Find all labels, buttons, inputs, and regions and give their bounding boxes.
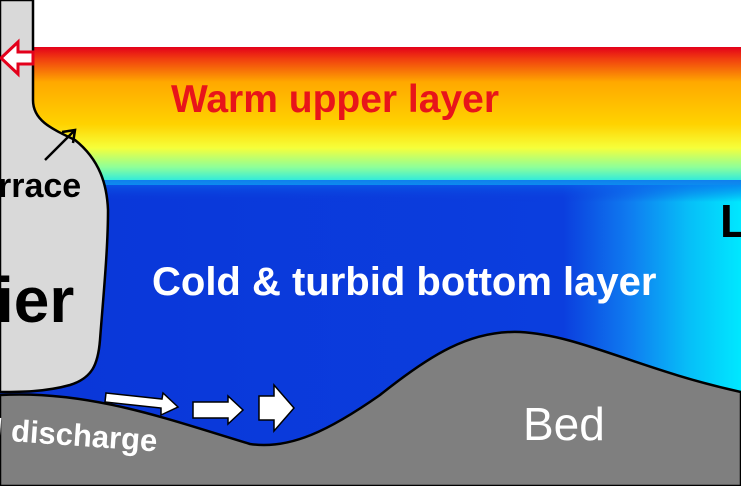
lake-label: L — [720, 195, 741, 247]
glacier-label: ier — [0, 264, 75, 336]
white-arrow-icon — [258, 382, 295, 434]
bed-label: Bed — [523, 398, 605, 450]
warm-upper-layer — [0, 47, 741, 187]
cold-layer-label: Cold & turbid bottom layer — [152, 260, 657, 304]
lake-bed — [0, 330, 741, 486]
warm-layer-label: Warm upper layer — [171, 78, 499, 121]
red-hollow-arrow-icon — [0, 38, 35, 78]
thermocline-blend — [0, 180, 741, 202]
white-arrow-icon — [104, 391, 180, 417]
terrace-label: rrace — [0, 167, 82, 205]
black-pointer-arrow-icon — [44, 130, 75, 161]
black-pointer-arrowhead — [61, 128, 77, 144]
white-arrow-icon — [192, 394, 245, 426]
glacier — [0, 0, 110, 394]
